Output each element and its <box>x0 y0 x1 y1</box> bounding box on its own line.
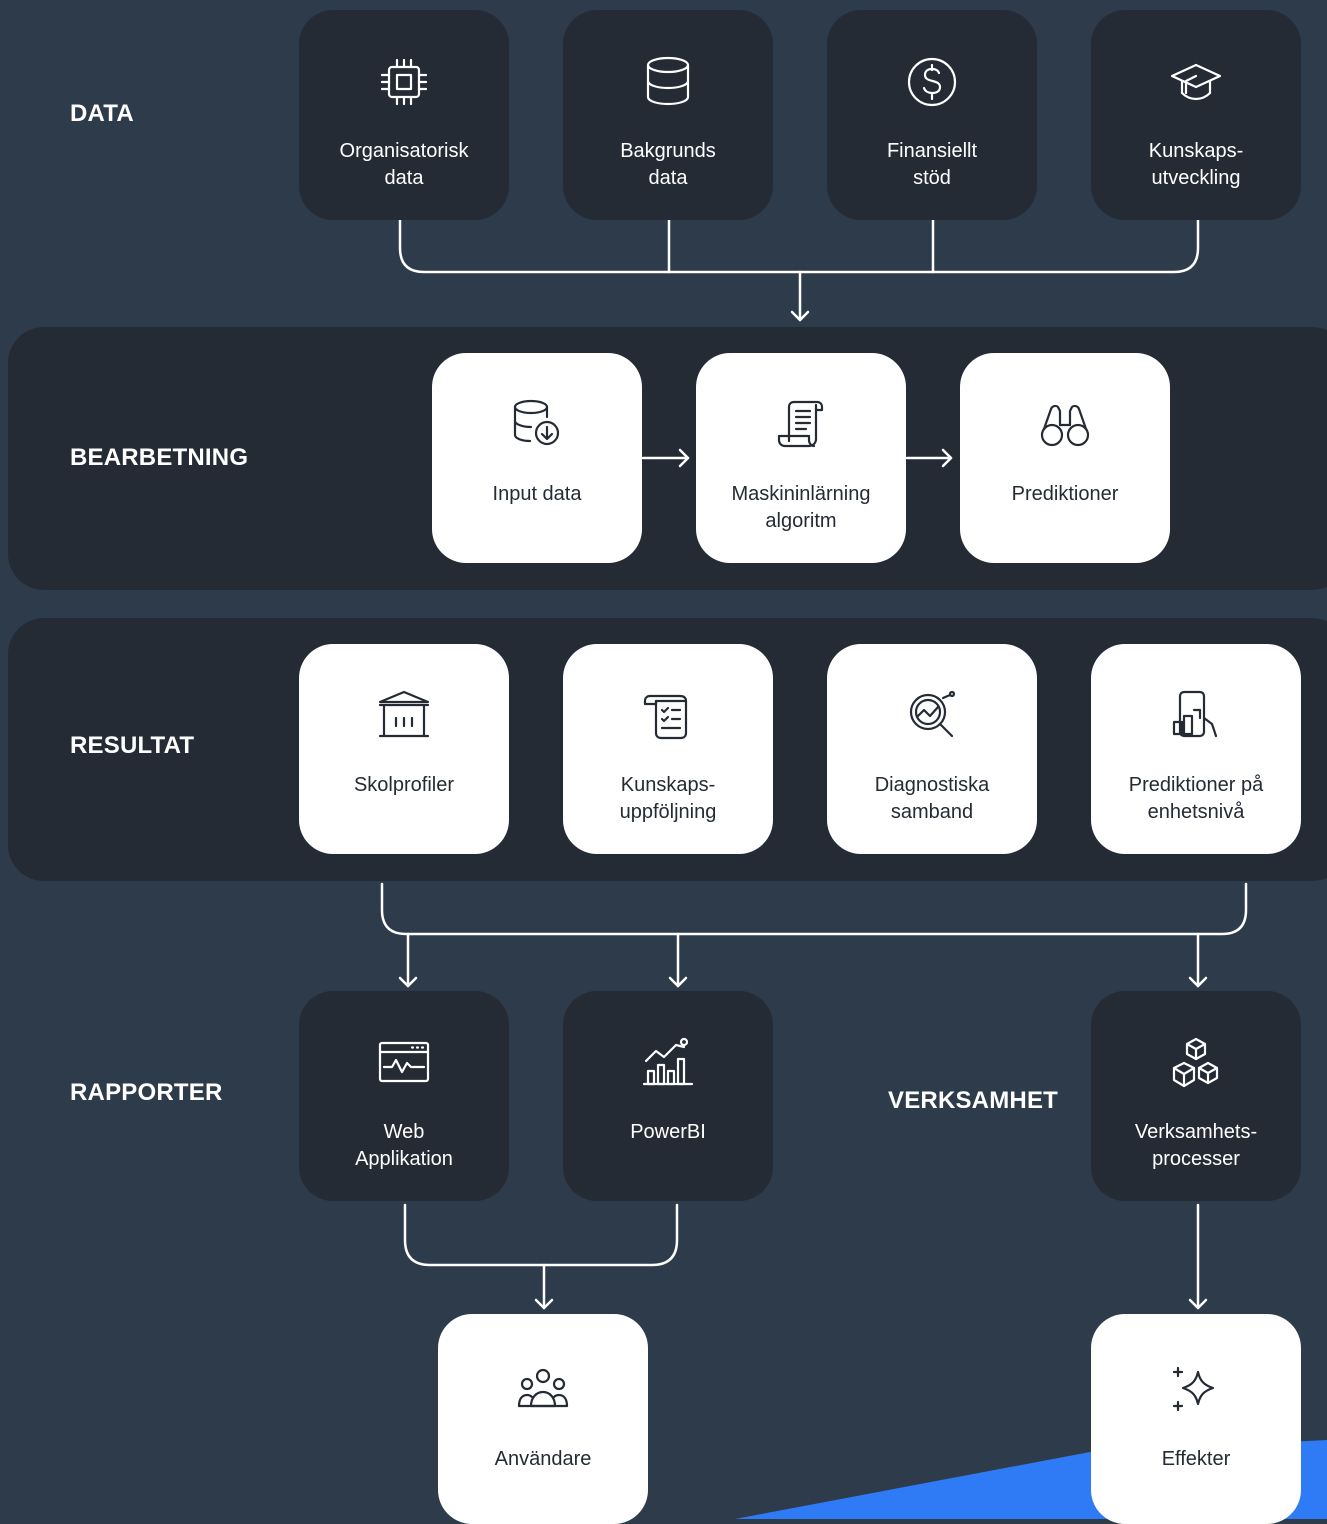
card-label: Organisatorisk data <box>339 140 469 189</box>
card-label: Diagnostiska samband <box>874 774 990 823</box>
card-prediktioner: Prediktioner <box>960 353 1170 563</box>
section-label-processing: BEARBETNING <box>70 444 249 471</box>
checklist-scroll-icon <box>640 688 696 744</box>
card-label: Maskininlärning algoritm <box>731 483 871 532</box>
section-label-reports: RAPPORTER <box>70 1079 223 1106</box>
card-verksamhetsprocesser: Verksamhets- processer <box>1091 991 1301 1201</box>
card-label: Prediktioner på enhetsnivå <box>1128 774 1264 823</box>
graduation-cap-icon <box>1168 54 1224 110</box>
card-powerbi: PowerBI <box>563 991 773 1201</box>
bar-chart-trend-icon <box>640 1035 696 1091</box>
card-skolprofiler: Skolprofiler <box>299 644 509 854</box>
users-group-icon <box>515 1362 571 1418</box>
card-label: Bakgrunds data <box>620 140 716 189</box>
sparkles-icon <box>1168 1362 1224 1418</box>
card-label: Skolprofiler <box>353 774 455 796</box>
card-label: Input data <box>492 483 582 505</box>
building-icon <box>376 688 432 744</box>
card-maskininlarning: Maskininlärning algoritm <box>696 353 906 563</box>
browser-chart-icon <box>376 1035 432 1091</box>
card-prediktioner-enhetsniva: Prediktioner på enhetsnivå <box>1091 644 1301 854</box>
section-label-results: RESULTAT <box>70 732 195 759</box>
card-kunskapsutveckling: Kunskaps- utveckling <box>1091 10 1301 220</box>
card-bakgrunds-data: Bakgrunds data <box>563 10 773 220</box>
database-icon <box>640 54 696 110</box>
card-organisatorisk-data: Organisatorisk data <box>299 10 509 220</box>
card-finansiellt-stod: Finansiellt stöd <box>827 10 1037 220</box>
magnifier-chart-icon <box>904 688 960 744</box>
card-effekter: Effekter <box>1091 1314 1301 1524</box>
card-kunskapsuppfoljning: Kunskaps- uppföljning <box>563 644 773 854</box>
section-label-data: DATA <box>70 100 134 127</box>
binoculars-icon <box>1037 397 1093 453</box>
card-label: Verksamhets- processer <box>1134 1121 1258 1170</box>
card-label: Prediktioner <box>1011 483 1119 505</box>
card-label: PowerBI <box>630 1121 706 1143</box>
card-label: Kunskaps- utveckling <box>1148 140 1244 189</box>
cpu-chip-icon <box>376 54 432 110</box>
database-download-icon <box>509 397 565 453</box>
boxes-icon <box>1168 1035 1224 1091</box>
card-label: Effekter <box>1161 1448 1231 1470</box>
card-label: Finansiellt stöd <box>886 140 978 189</box>
card-diagnostiska-samband: Diagnostiska samband <box>827 644 1037 854</box>
card-input-data: Input data <box>432 353 642 563</box>
section-label-business: VERKSAMHET <box>888 1087 1059 1114</box>
phone-chart-icon <box>1168 688 1224 744</box>
card-label: Kunskaps- uppföljning <box>619 774 717 823</box>
card-web-applikation: Web Applikation <box>299 991 509 1201</box>
card-label: Web Applikation <box>355 1121 453 1170</box>
card-anvandare: Användare <box>438 1314 648 1524</box>
scroll-document-icon <box>773 397 829 453</box>
dollar-coin-icon <box>904 54 960 110</box>
card-label: Användare <box>494 1448 592 1470</box>
